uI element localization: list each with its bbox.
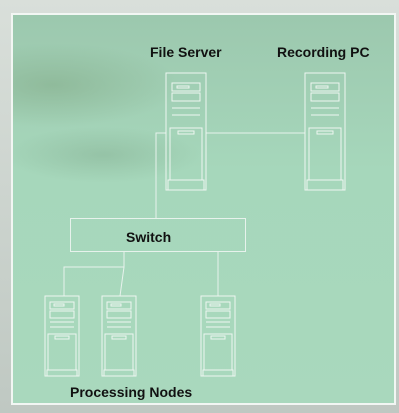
link-fileserver-switch	[155, 132, 166, 218]
processing-nodes-label: Processing Nodes	[70, 384, 193, 400]
link-switch-node2	[119, 266, 125, 297]
file-server-icon	[165, 72, 207, 191]
link-switch-node1	[63, 252, 125, 296]
switch-box	[70, 218, 246, 252]
connection-lines	[63, 132, 305, 297]
file-server-label: File Server	[150, 44, 222, 60]
recording-pc-icon	[304, 72, 346, 191]
processing-node-3-icon	[200, 295, 236, 377]
switch-label: Switch	[126, 229, 172, 245]
recording-pc-label: Recording PC	[277, 44, 370, 60]
processing-node-2-icon	[101, 295, 137, 377]
processing-node-1-icon	[44, 295, 80, 377]
